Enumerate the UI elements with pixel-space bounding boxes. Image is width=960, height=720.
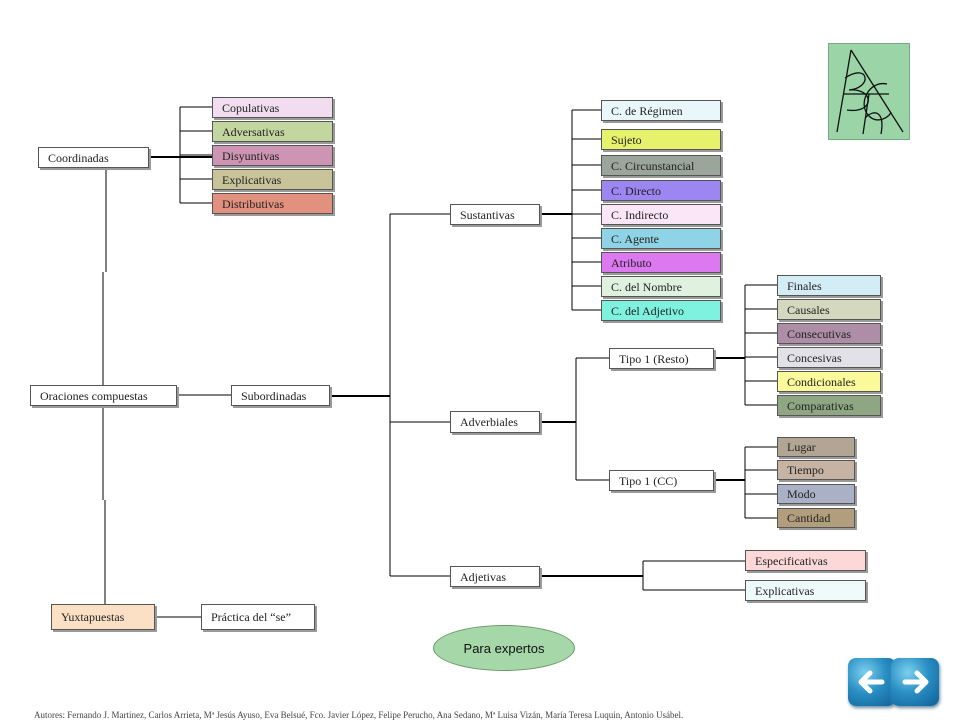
node-finales[interactable]: Finales	[777, 275, 881, 296]
node-cantidad[interactable]: Cantidad	[777, 508, 855, 528]
node-c-circunstancial[interactable]: C. Circunstancial	[601, 155, 721, 176]
node-consecutivas[interactable]: Consecutivas	[777, 323, 881, 344]
node-practica-se[interactable]: Práctica del “se”	[201, 604, 315, 630]
node-explicativas-adj[interactable]: Explicativas	[745, 580, 866, 601]
para-expertos-button[interactable]: Para expertos	[433, 625, 575, 671]
node-lugar[interactable]: Lugar	[777, 437, 855, 457]
node-c-nombre[interactable]: C. del Nombre	[601, 276, 721, 297]
node-subordinadas[interactable]: Subordinadas	[231, 385, 330, 406]
bch-logo-icon	[828, 43, 910, 140]
node-tiempo[interactable]: Tiempo	[777, 460, 855, 480]
node-c-regimen[interactable]: C. de Régimen	[601, 100, 721, 121]
node-explicativas-coord[interactable]: Explicativas	[212, 169, 333, 190]
node-yuxtapuestas[interactable]: Yuxtapuestas	[51, 604, 155, 630]
node-distributivas[interactable]: Distributivas	[212, 193, 333, 214]
node-concesivas[interactable]: Concesivas	[777, 347, 881, 368]
node-tipo1-cc[interactable]: Tipo 1 (CC)	[609, 470, 714, 491]
node-c-directo[interactable]: C. Directo	[601, 180, 721, 201]
node-adversativas[interactable]: Adversativas	[212, 121, 333, 142]
node-disyuntivas[interactable]: Disyuntivas	[212, 145, 333, 166]
node-causales[interactable]: Causales	[777, 299, 881, 320]
node-c-indirecto[interactable]: C. Indirecto	[601, 204, 721, 225]
nav-forward-button[interactable]	[891, 658, 939, 706]
node-c-adjetivo[interactable]: C. del Adjetivo	[601, 300, 721, 321]
node-tipo1-resto[interactable]: Tipo 1 (Resto)	[609, 348, 714, 369]
arrow-right-icon	[902, 670, 929, 694]
node-coordinadas[interactable]: Coordinadas	[38, 147, 149, 168]
node-especificativas[interactable]: Especificativas	[745, 550, 866, 571]
arrow-left-icon	[858, 670, 885, 694]
node-sujeto[interactable]: Sujeto	[601, 129, 721, 150]
node-modo[interactable]: Modo	[777, 484, 855, 504]
node-atributo[interactable]: Atributo	[601, 252, 721, 273]
node-c-agente[interactable]: C. Agente	[601, 228, 721, 249]
node-comparativas[interactable]: Comparativas	[777, 395, 881, 416]
node-sustantivas[interactable]: Sustantivas	[450, 204, 540, 225]
node-condicionales[interactable]: Condicionales	[777, 371, 881, 392]
node-copulativas[interactable]: Copulativas	[212, 97, 333, 118]
node-adverbiales[interactable]: Adverbiales	[450, 411, 540, 433]
node-adjetivas[interactable]: Adjetivas	[450, 566, 540, 587]
nav-back-button[interactable]	[848, 658, 896, 706]
credits-text: Autores: Fernando J. Martínez, Carlos Ar…	[34, 710, 684, 720]
node-oraciones-compuestas[interactable]: Oraciones compuestas	[30, 385, 177, 406]
